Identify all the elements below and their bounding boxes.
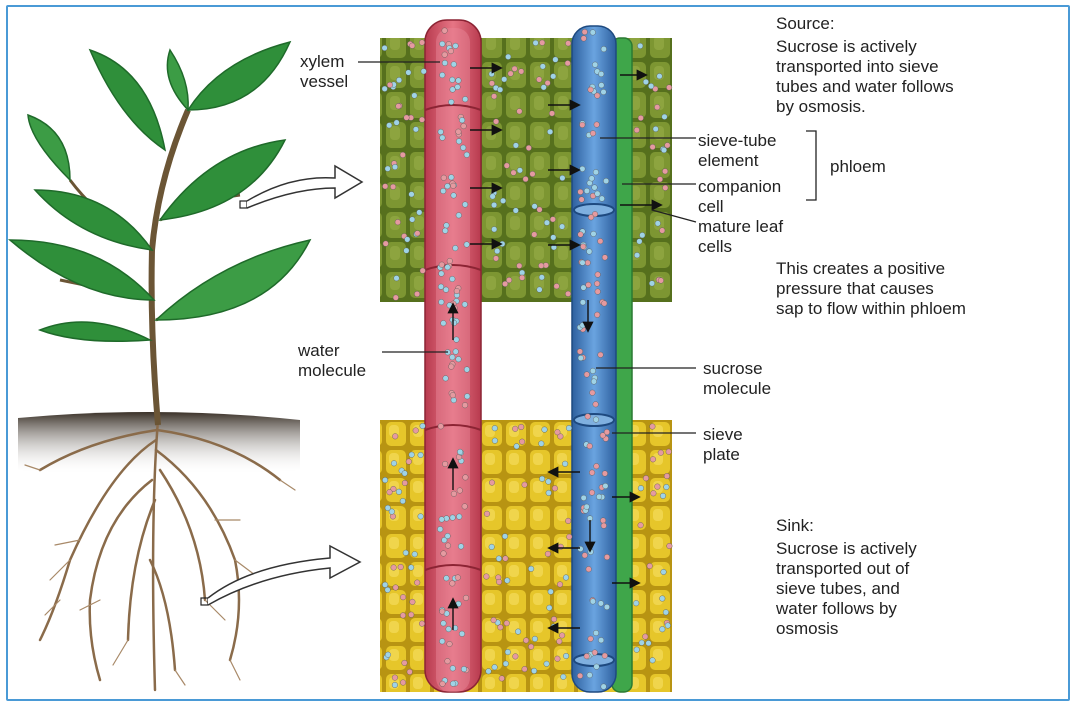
label-phloem: phloem [830, 157, 886, 176]
label-sucrose-molecule: sucrose molecule [703, 359, 772, 398]
label-companion-cell: companion cell [698, 177, 782, 216]
source-heading: Source: [776, 14, 835, 33]
pointer-lines [358, 61, 817, 434]
soil [18, 411, 300, 475]
zoom-arrow-leaf [246, 164, 364, 209]
zoom-arrow-root [207, 544, 362, 606]
label-mature-leaf-cells: mature leaf cells [698, 217, 784, 256]
source-body: Sucrose is actively transported into sie… [776, 37, 954, 116]
pressure-text: This creates a positive pressure that ca… [776, 259, 966, 318]
leaves [7, 40, 312, 342]
label-sieve-plate: sieve plate [703, 425, 743, 464]
flow-arrows [447, 62, 663, 634]
diagram-frame [6, 5, 1070, 701]
tissue-blocks [380, 19, 673, 693]
label-xylem-vessel: xylem vessel [300, 52, 349, 91]
sink-body: Sucrose is actively transported out of s… [776, 539, 917, 638]
plant-illustration [7, 40, 364, 692]
sink-heading: Sink: [776, 516, 814, 535]
label-water-molecule: water molecule [298, 341, 367, 380]
stem [148, 108, 191, 426]
label-sieve-tube-element: sieve-tube element [698, 131, 777, 170]
